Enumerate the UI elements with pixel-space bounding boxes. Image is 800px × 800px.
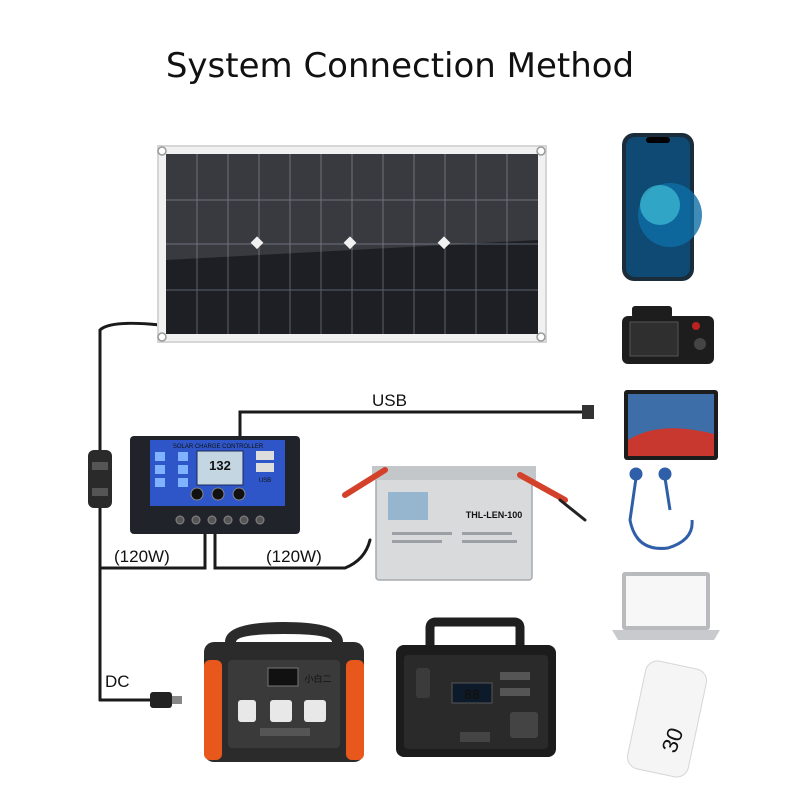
mc4-connectors [88, 450, 112, 508]
panel-to-controller-cable [98, 528, 207, 570]
battery-label: THL-LEN-100 [466, 510, 523, 520]
power-station-brand: 小白二 [304, 673, 331, 684]
tablet [624, 390, 718, 460]
power-station-left: 小白二 [204, 622, 364, 762]
battery: THL-LEN-100 [342, 466, 587, 581]
panel-cable [98, 321, 162, 702]
controller-button [211, 487, 225, 501]
panel-power-label: (120W) [114, 547, 170, 566]
controller-header-text: SOLAR CHARGE CONTROLLER [173, 444, 264, 450]
power-bank: 30 [626, 660, 708, 778]
controller-usb-text: USB [259, 478, 271, 484]
usb-label: USB [372, 391, 407, 410]
neckband-earphones [628, 467, 694, 550]
digital-camera [622, 306, 714, 364]
controller-button [190, 487, 204, 501]
controller-lcd-value: 132 [209, 458, 231, 473]
solar-charge-controller: SOLAR CHARGE CONTROLLER 132 USB [130, 436, 300, 534]
red-clamp [342, 467, 388, 498]
usb-port [256, 451, 274, 460]
dc-plug [150, 692, 182, 708]
wires [98, 321, 592, 702]
red-clamp [517, 472, 568, 503]
controller-button [232, 487, 246, 501]
power-station-right: 88 [396, 617, 556, 757]
battery-logo [388, 492, 428, 520]
dc-label: DC [105, 672, 130, 691]
usb-cable [238, 410, 592, 447]
battery-power-label: (120W) [266, 547, 322, 566]
page-title: System Connection Method [165, 46, 635, 86]
laptop [612, 572, 720, 640]
smartphone [622, 133, 702, 281]
power-station-display: 88 [464, 686, 480, 702]
usb-plug [582, 405, 594, 419]
usb-port [256, 463, 274, 472]
controller-to-battery-cable [213, 528, 372, 570]
solar-panel [157, 145, 547, 343]
